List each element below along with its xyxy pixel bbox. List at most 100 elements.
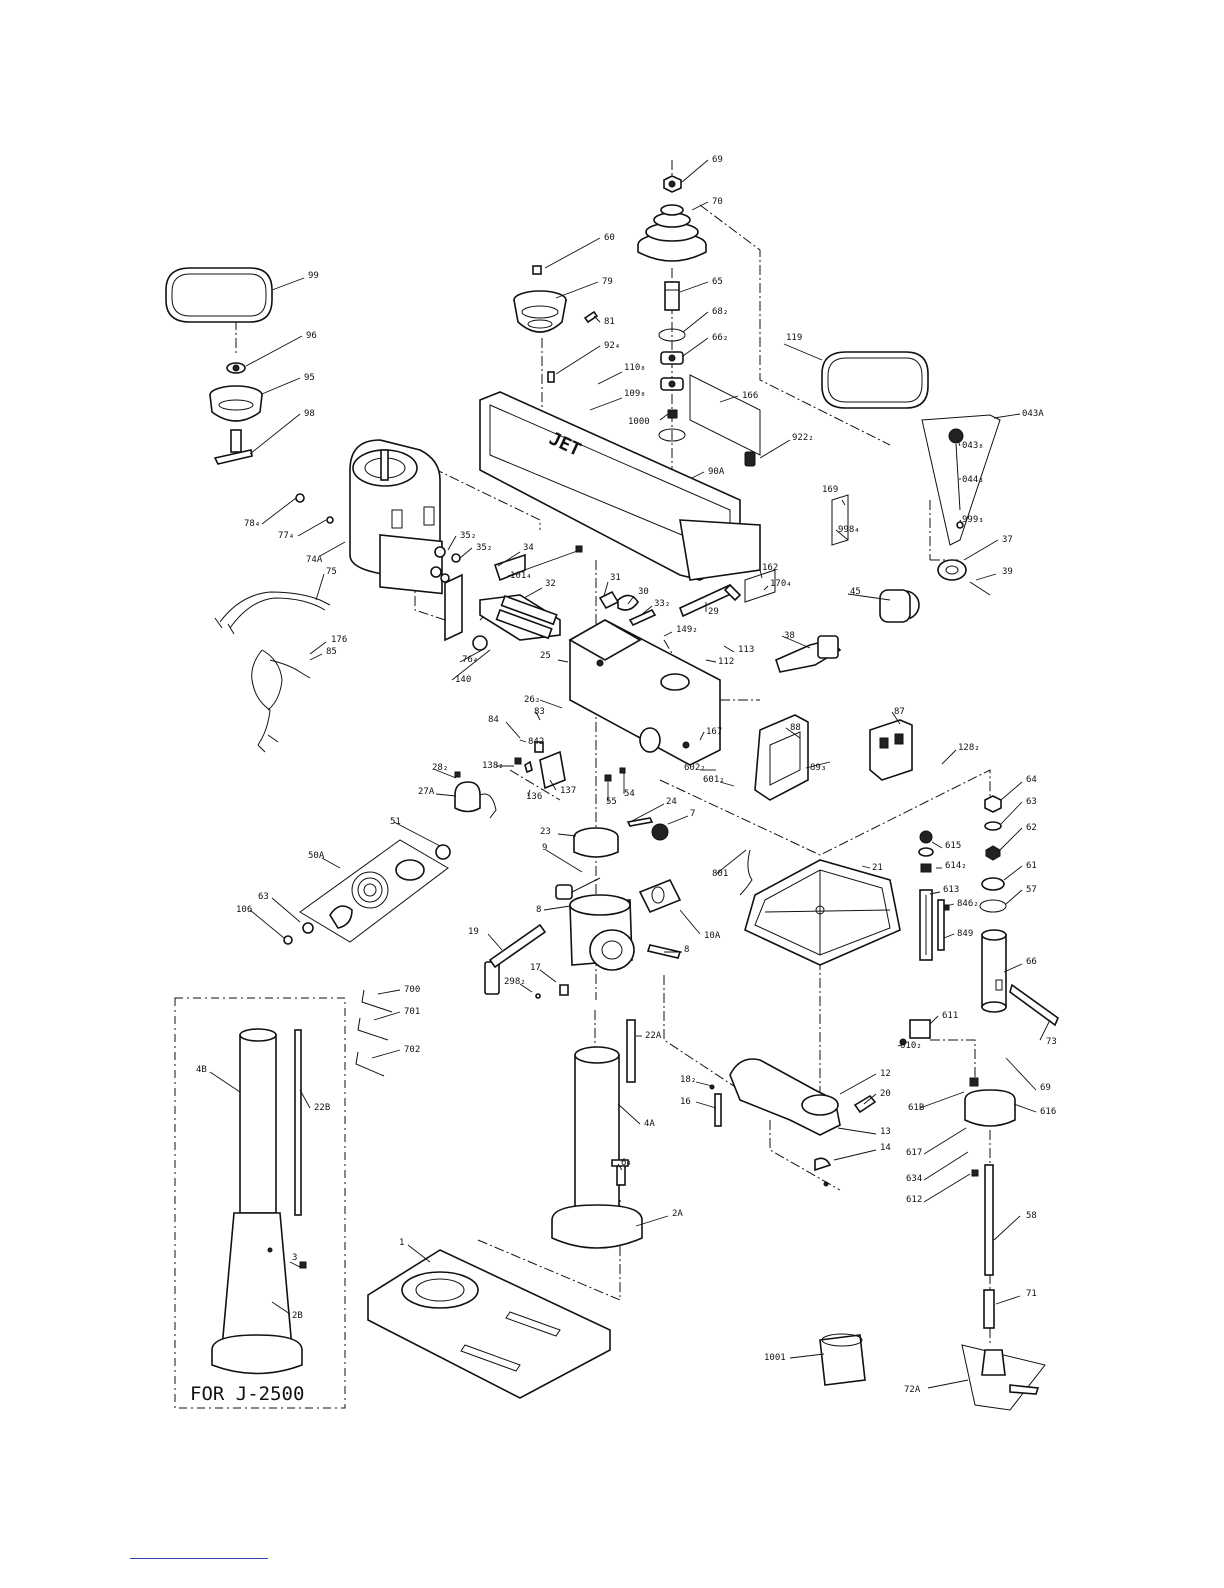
- callout-leader-line: [861, 865, 871, 869]
- part-callout-label: 81: [604, 317, 615, 327]
- callout-leader-line: [667, 815, 689, 825]
- part-callout-label: 72A: [904, 1385, 921, 1395]
- belt-119: [821, 351, 929, 409]
- part-callout-label: 37: [1002, 535, 1013, 545]
- callout-leader-line: [507, 549, 581, 577]
- callout-leader-line: [373, 1011, 401, 1021]
- callout-leaders: [209, 159, 1051, 1389]
- part-callout-label: 35₂: [476, 543, 492, 553]
- switch-1001: [819, 1333, 866, 1386]
- part-callout-label: 149₂: [676, 625, 698, 635]
- part-callout-label: 63: [1026, 797, 1037, 807]
- part-callout-label: 846₂: [957, 899, 979, 909]
- part-callout-label: 112: [718, 657, 734, 667]
- part-callout-label: 51: [390, 817, 401, 827]
- callout-leader-line: [639, 605, 653, 617]
- callout-leader-line: [249, 413, 301, 455]
- callout-leader-line: [963, 539, 999, 561]
- part-callout-label: 76₄: [462, 655, 478, 665]
- part-callout-label: 634: [906, 1174, 922, 1184]
- part-callout-label: 99: [308, 271, 319, 281]
- part-callout-label: 162: [762, 563, 778, 573]
- part-callout-label: 55: [606, 797, 617, 807]
- motor-bracket: [430, 545, 583, 651]
- j2500-inset: [174, 997, 346, 1409]
- part-callout-label: 999₃: [962, 515, 984, 525]
- part-callout-label: 92₄: [604, 341, 620, 351]
- part-callout-label: 96: [306, 331, 317, 341]
- callout-leader-line: [705, 659, 717, 663]
- callout-leader-line: [682, 337, 709, 357]
- callout-leader-line: [635, 1215, 669, 1227]
- part-callout-label: 95: [304, 373, 315, 383]
- part-callout-label: 73: [1046, 1037, 1057, 1047]
- part-callout-label: 601₂: [703, 775, 725, 785]
- part-callout-label: 138₂: [482, 761, 504, 771]
- callout-leader-line: [451, 649, 491, 681]
- part-callout-label: 87: [894, 707, 905, 717]
- part-callout-label: 849: [957, 929, 973, 939]
- callout-leader-line: [539, 969, 557, 983]
- part-callout-label: 58: [1026, 1211, 1037, 1221]
- callout-leader-line: [783, 343, 823, 361]
- part-callout-label: 21: [872, 863, 883, 873]
- callout-leader-line: [897, 1043, 905, 1047]
- callout-leader-line: [837, 1127, 877, 1135]
- racks: [626, 1019, 722, 1127]
- part-callout-label: 17: [530, 963, 541, 973]
- callout-leader-line: [1000, 781, 1023, 801]
- callout-leader-line: [663, 631, 673, 637]
- part-callout-label: 615: [945, 841, 961, 851]
- part-callout-label: 60: [604, 233, 615, 243]
- callout-leader-line: [699, 731, 705, 741]
- part-callout-label: 14: [880, 1143, 891, 1153]
- callout-leader-line: [1013, 1103, 1037, 1113]
- part-callout-label: 24: [666, 797, 677, 807]
- part-callout-label: 63: [258, 892, 269, 902]
- part-callout-label: 69: [1040, 1083, 1051, 1093]
- callout-leader-line: [927, 1379, 969, 1389]
- part-callout-label: 7: [690, 809, 695, 819]
- part-callout-label: 700: [404, 985, 420, 995]
- callout-leader-line: [377, 989, 401, 995]
- part-callout-label: 98: [304, 409, 315, 419]
- part-callout-label: 32: [545, 579, 556, 589]
- callout-leader-line: [923, 1173, 971, 1203]
- callout-leader-line: [321, 857, 341, 869]
- part-callout-label: 043A: [1022, 409, 1044, 419]
- part-callout-label: 113: [738, 645, 754, 655]
- callout-leader-line: [527, 789, 531, 797]
- part-callout-label: 044₃: [962, 475, 984, 485]
- part-callout-label: 31: [610, 573, 621, 583]
- callout-leader-line: [459, 547, 473, 559]
- part-callout-label: 54: [624, 789, 635, 799]
- callout-leader-line: [833, 1149, 877, 1161]
- callout-leader-line: [557, 659, 569, 663]
- callout-leader-line: [589, 397, 623, 411]
- part-callout-label: 61: [1026, 861, 1037, 871]
- part-callout-label: 614₂: [945, 861, 967, 871]
- callout-leader-line: [1003, 865, 1023, 881]
- part-callout-label: 61B: [908, 1103, 924, 1113]
- callout-leader-line: [261, 497, 297, 525]
- table-21: [739, 849, 901, 966]
- callout-leader-line: [555, 345, 601, 375]
- part-callout-label: 128₂: [958, 743, 980, 753]
- part-callout-label: 6₄: [621, 1158, 632, 1168]
- part-callout-label: 30: [638, 587, 649, 597]
- part-callout-label: 66: [1026, 957, 1037, 967]
- part-callout-label: 22B: [314, 1103, 330, 1113]
- callout-leader-line: [789, 1353, 825, 1359]
- callout-leader-line: [1005, 889, 1023, 905]
- callout-leader-line: [617, 1103, 641, 1125]
- callout-leader-line: [519, 739, 527, 743]
- part-callout-label: 2A: [672, 1209, 683, 1219]
- feed-shaft-assembly: [598, 559, 991, 673]
- part-callout-label: 602₂: [684, 763, 706, 773]
- part-callout-label: 12: [880, 1069, 891, 1079]
- pulley-79: [513, 265, 599, 383]
- motor-74A: [295, 439, 443, 595]
- callout-leader-line: [839, 1073, 877, 1095]
- callout-leader-line: [487, 933, 503, 951]
- part-callout-label: 29: [708, 607, 719, 617]
